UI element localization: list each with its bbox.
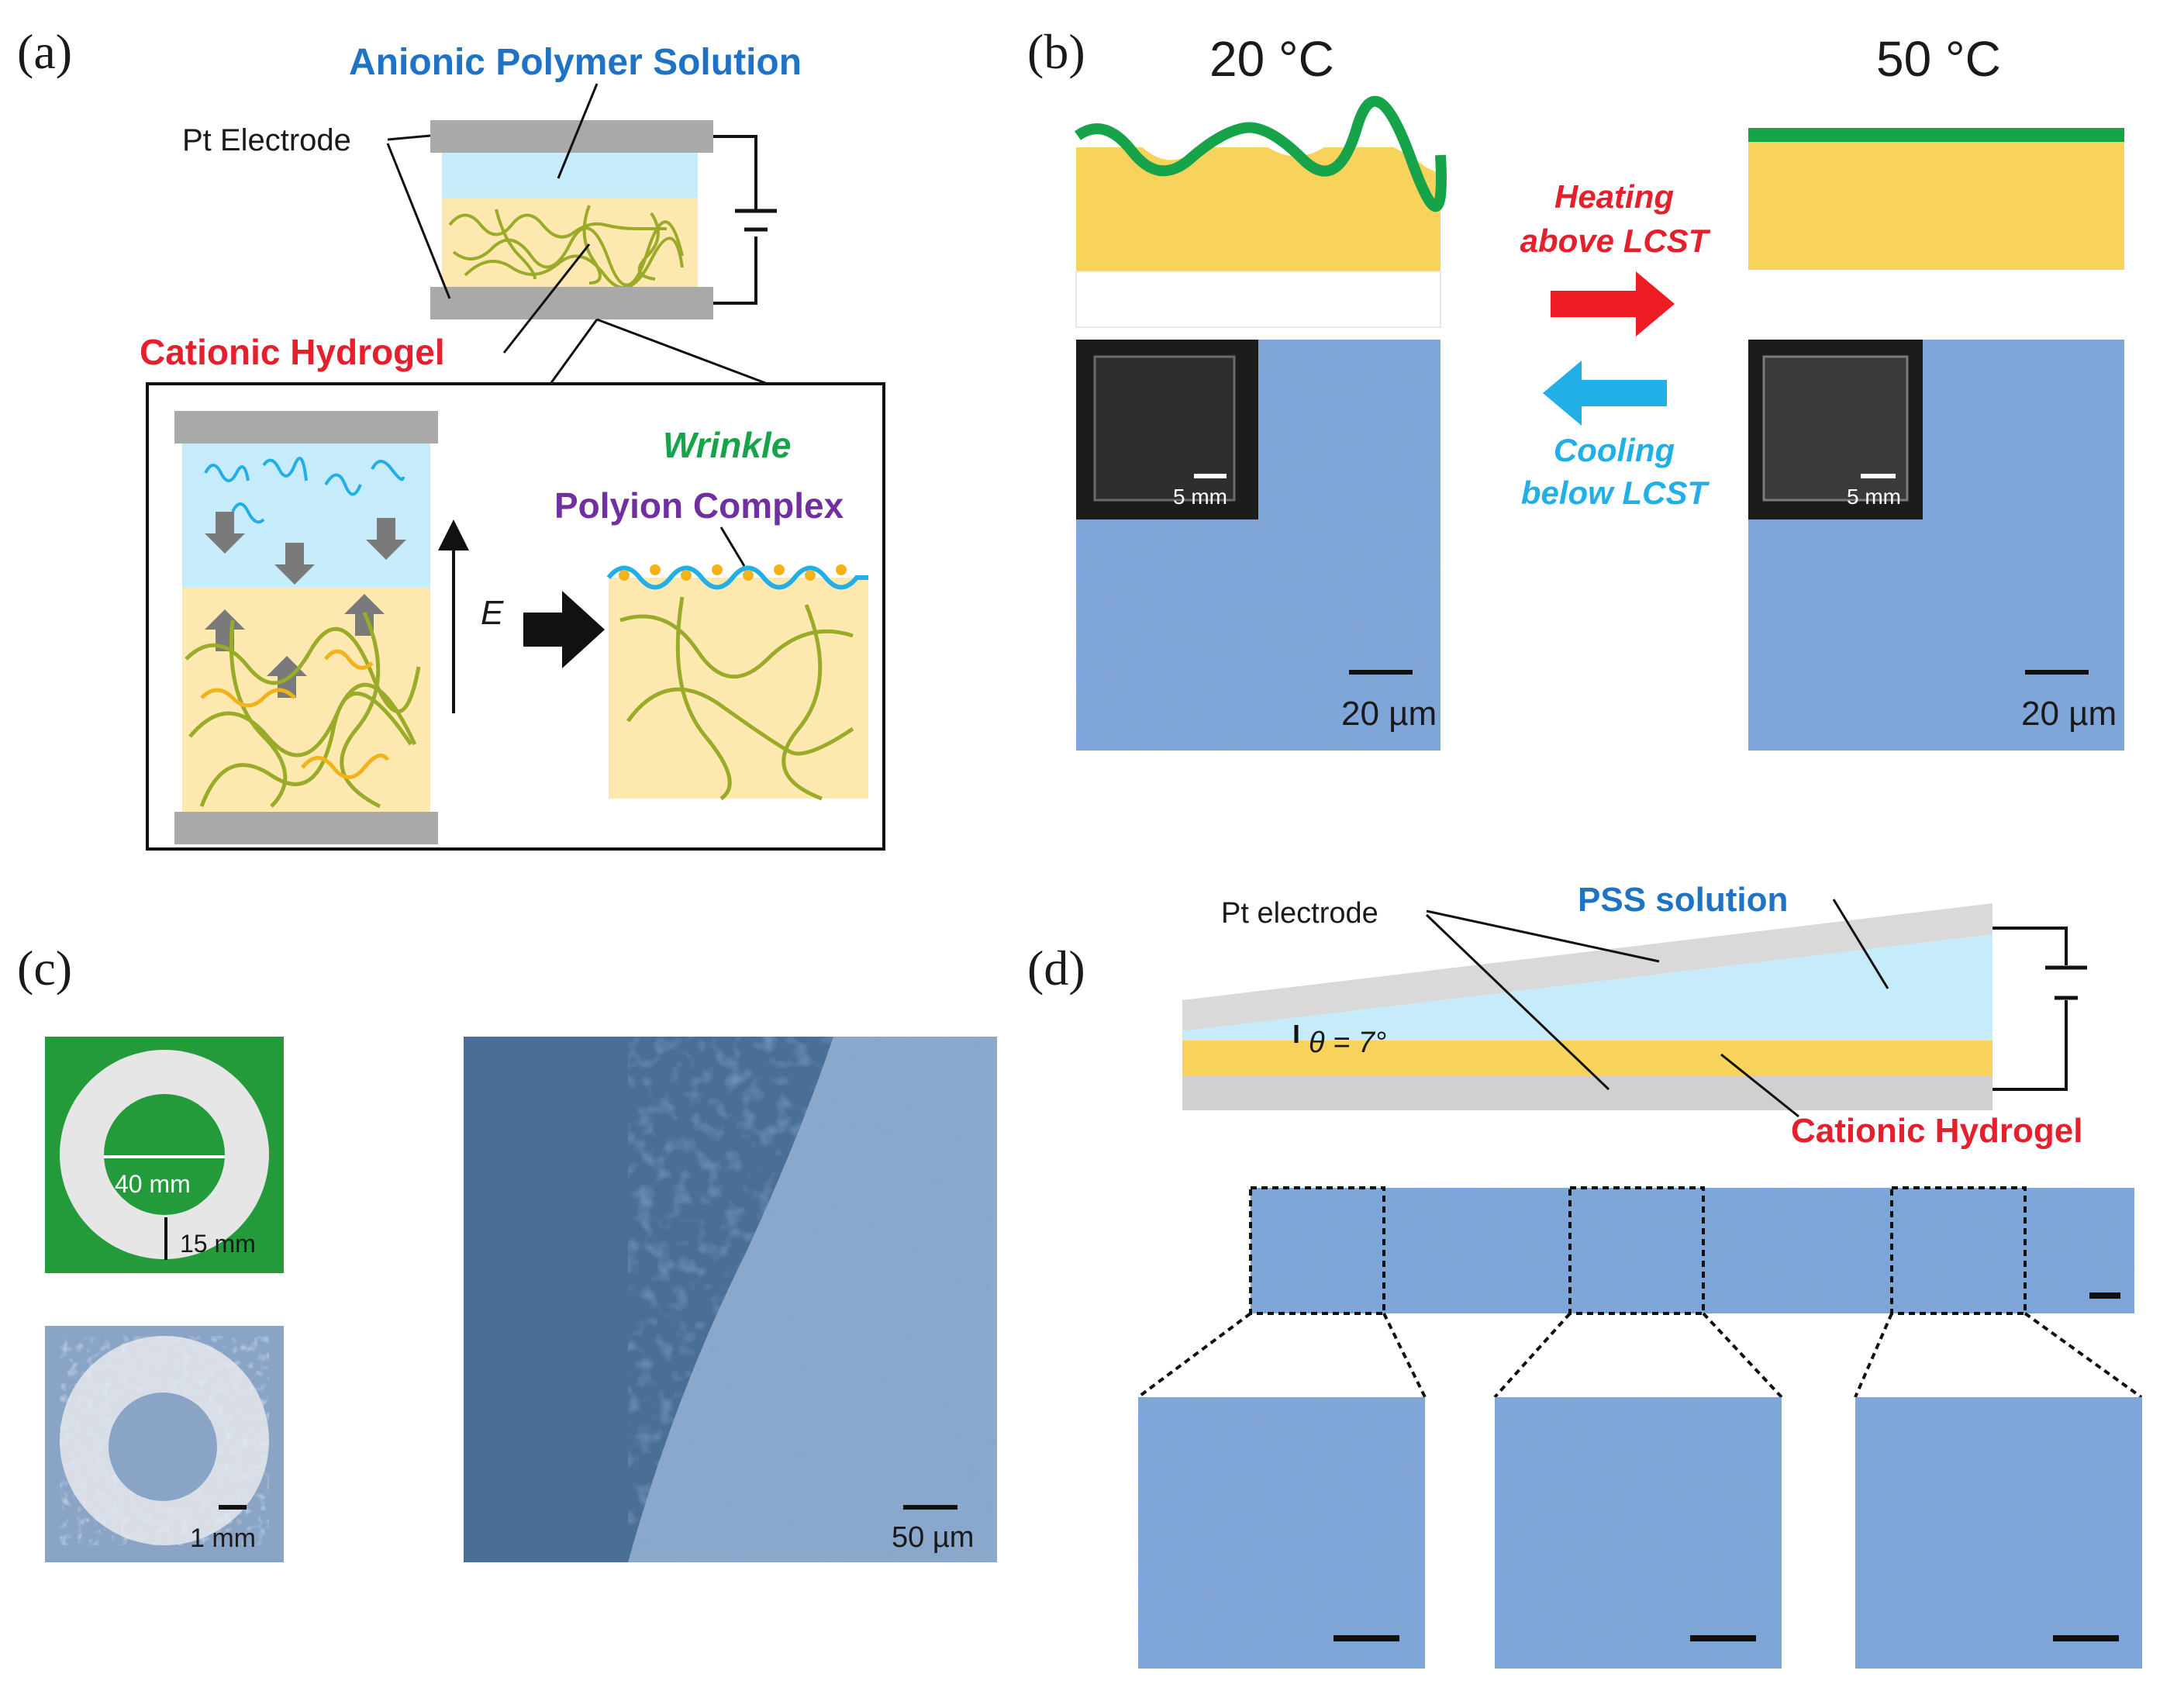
- heating-line1: Heating: [1554, 178, 1674, 215]
- right-inset-sample: [1762, 355, 1909, 502]
- left-inset-scale-label: 5 mm: [1173, 485, 1227, 509]
- strip-boxes: [1249, 1186, 2027, 1315]
- right-flat-layer: [1748, 128, 2124, 142]
- tilted-electrode: [1182, 903, 1993, 1031]
- edge-scale-label: 50 µm: [892, 1521, 974, 1554]
- right-inset-scale-label: 5 mm: [1847, 485, 1901, 509]
- heating-arrow: [1551, 271, 1675, 336]
- d-leader-pt-bottom: [1425, 913, 1610, 1091]
- zoom-line-right: [596, 318, 768, 385]
- d-bottom-electrode: [1182, 1076, 1993, 1110]
- temp-left-label: 20 °C: [1209, 31, 1334, 87]
- leader-pt-top: [387, 134, 431, 141]
- ring-photo-hole: [109, 1393, 217, 1501]
- cooling-arrow: [1543, 361, 1667, 426]
- angle-label: θ = 7°: [1309, 1027, 1386, 1059]
- pss-wedge: [1182, 934, 1993, 1041]
- d-leader-pss: [1832, 899, 1889, 989]
- anionic-polymer-solution-label: Anionic Polymer Solution: [349, 42, 802, 83]
- cationic-hydrogel-label: Cationic Hydrogel: [140, 332, 445, 372]
- cooling-line2: below LCST: [1521, 475, 1710, 511]
- polyion-complex-label: Polyion Complex: [554, 485, 844, 526]
- panel-a: (a) Anionic Polymer Solution Pt Electrod…: [17, 24, 885, 851]
- result-hydrogel: [609, 578, 868, 799]
- edge-wrinkle-texture: [628, 1037, 997, 1562]
- d-pt-electrode-label: Pt electrode: [1221, 897, 1378, 930]
- panel-c: (c) 40 mm 15 mm 1 mm 50 µm: [17, 940, 997, 1562]
- panel-a-label: (a): [17, 24, 72, 79]
- left-substrate: [1075, 271, 1441, 328]
- left-inset-sample: [1093, 355, 1236, 502]
- field-label: E: [481, 594, 504, 632]
- polymer-chains: [448, 205, 684, 289]
- zoom-texture-1: [1138, 1397, 1425, 1669]
- wrinkle-label: Wrinkle: [663, 425, 791, 465]
- leader-cationic: [502, 243, 591, 354]
- strip-texture: [1251, 1188, 2134, 1313]
- process-arrow: [523, 591, 605, 668]
- d-circuit: [1993, 927, 2068, 1091]
- circuit-wire: [713, 135, 757, 305]
- right-gel: [1748, 142, 2124, 270]
- mask-inner: [104, 1094, 225, 1215]
- zoom-line-left: [549, 319, 599, 385]
- zoom-bottom-electrode: [174, 812, 438, 844]
- heating-line2: above LCST: [1520, 223, 1711, 259]
- pt-electrode-label: Pt Electrode: [182, 123, 351, 157]
- panel-c-label: (c): [17, 940, 72, 996]
- zoom-texture-2: [1495, 1397, 1782, 1669]
- panel-b-label: (b): [1027, 24, 1085, 79]
- ring-scale-label: 1 mm: [190, 1524, 256, 1553]
- zoom-top-electrode: [174, 411, 438, 443]
- anionic-chains: [204, 457, 405, 524]
- leader-polyion: [719, 526, 746, 567]
- d-cationic-hydrogel-label: Cationic Hydrogel: [1791, 1112, 2083, 1150]
- pss-solution-label: PSS solution: [1578, 881, 1788, 919]
- leader-anionic: [557, 83, 599, 179]
- zoom-texture-3: [1855, 1397, 2142, 1669]
- leader-pt-bottom: [386, 143, 451, 299]
- zoom-network: [185, 611, 421, 809]
- temp-right-label: 50 °C: [1876, 31, 2001, 87]
- wrinkle-surface: [606, 564, 868, 590]
- panel-d: (d) Pt electrode PSS solution θ = 7° Cat…: [1027, 881, 2143, 1669]
- down-arrows: [205, 512, 406, 585]
- d-leader-pt-top: [1426, 909, 1660, 963]
- panel-d-label: (d): [1027, 940, 1085, 996]
- d-hydrogel: [1182, 1041, 1993, 1076]
- panel-b: (b) 20 °C 50 °C 5 mm 20 µm Heating above…: [1027, 24, 2124, 751]
- left-gel: [1076, 147, 1440, 271]
- anionic-solution-layer: [442, 153, 698, 198]
- left-wrinkle-line: [1074, 95, 1447, 212]
- diameter-label: 40 mm: [115, 1170, 191, 1198]
- zoom-dotted-lines: [1137, 1312, 2143, 1399]
- right-scale-label: 20 µm: [2021, 695, 2117, 733]
- width-label: 15 mm: [180, 1230, 256, 1258]
- d-leader-cationic: [1720, 1053, 1799, 1118]
- bottom-electrode: [430, 287, 713, 319]
- result-network: [619, 596, 854, 801]
- left-scale-label: 20 µm: [1341, 695, 1437, 733]
- cooling-line1: Cooling: [1554, 432, 1675, 468]
